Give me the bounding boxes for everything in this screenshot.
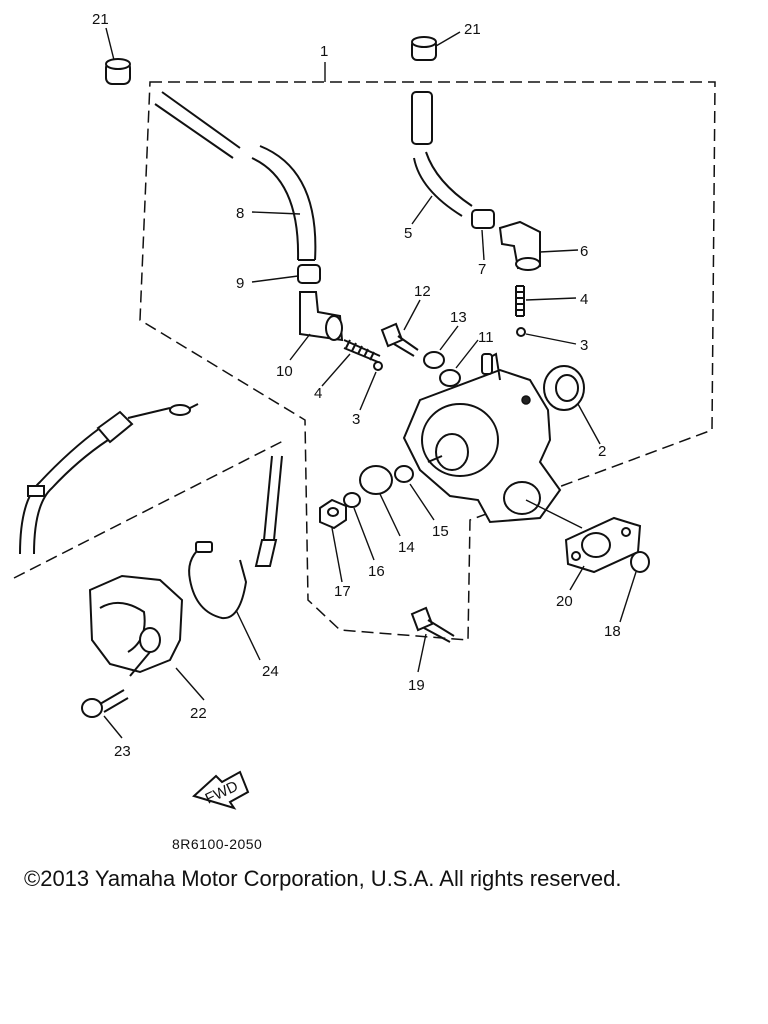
part-3-ball-right (516, 327, 526, 337)
part-7-clamp (471, 209, 495, 229)
part-4-spring-left (343, 339, 381, 363)
callout-14: 14 (398, 539, 415, 556)
part-2-oil-seal (543, 365, 585, 411)
callout-4-left: 4 (314, 385, 322, 402)
callout-1: 1 (320, 43, 328, 60)
part-3-ball-left (373, 361, 383, 371)
callout-6: 6 (580, 243, 588, 260)
part-22-pump-cover (88, 574, 184, 677)
callout-23: 23 (114, 743, 131, 760)
part-5-hose (411, 91, 473, 217)
part-10-elbow-fitting (299, 291, 344, 342)
callout-5: 5 (404, 225, 412, 242)
callout-20: 20 (556, 593, 573, 610)
cable-boundary (13, 439, 286, 579)
callout-10: 10 (276, 363, 293, 380)
part-12-bolt (380, 322, 419, 357)
assembly-boundary (139, 81, 716, 641)
part-16-washer (343, 492, 361, 508)
fwd-arrow-icon: FWD (192, 770, 250, 810)
part-6-elbow-fitting (498, 220, 541, 271)
callout-3-right: 3 (580, 337, 588, 354)
callout-leaders (103, 27, 637, 739)
part-18-washer (630, 551, 650, 573)
part-13-washer (423, 351, 445, 369)
callout-2: 2 (598, 443, 606, 460)
part-9-clamp (297, 264, 321, 284)
part-21-cap-left (105, 58, 131, 85)
callout-21-right: 21 (464, 21, 481, 38)
part-19-bolt (410, 606, 455, 643)
callout-22: 22 (190, 705, 207, 722)
oil-pump-cable (19, 403, 199, 555)
callout-21-left: 21 (92, 11, 109, 28)
callout-7: 7 (478, 261, 486, 278)
oil-pump-body (402, 352, 562, 524)
callout-15: 15 (432, 523, 449, 540)
callout-17: 17 (334, 583, 351, 600)
copyright-notice: ©2013 Yamaha Motor Corporation, U.S.A. A… (24, 866, 622, 891)
callout-19: 19 (408, 677, 425, 694)
diagram-code: 8R6100-2050 (172, 836, 263, 852)
callout-11: 11 (478, 329, 494, 346)
callout-labels: 1 2 3 3 4 4 5 6 7 8 9 10 11 12 13 14 15 … (92, 11, 621, 760)
part-15-washer (394, 465, 414, 483)
callout-9: 9 (236, 275, 244, 292)
part-17-nut (319, 498, 347, 530)
callout-24: 24 (262, 663, 279, 680)
part-21-cap-right (411, 36, 437, 61)
callout-13: 13 (450, 309, 467, 326)
callout-3-left: 3 (352, 411, 360, 428)
part-8-hose (154, 91, 317, 261)
part-4-spring-right (515, 285, 525, 317)
callout-16: 16 (368, 563, 385, 580)
part-14-plate (359, 465, 393, 495)
part-23-screw (81, 689, 129, 718)
part-24-cable (188, 455, 283, 620)
exploded-parts-diagram: FWD 1 2 3 3 4 4 5 (13, 11, 716, 810)
callout-8: 8 (236, 205, 244, 222)
callout-12: 12 (414, 283, 431, 300)
part-11-washer (439, 369, 461, 387)
callout-4-right: 4 (580, 291, 588, 308)
callout-18: 18 (604, 623, 621, 640)
